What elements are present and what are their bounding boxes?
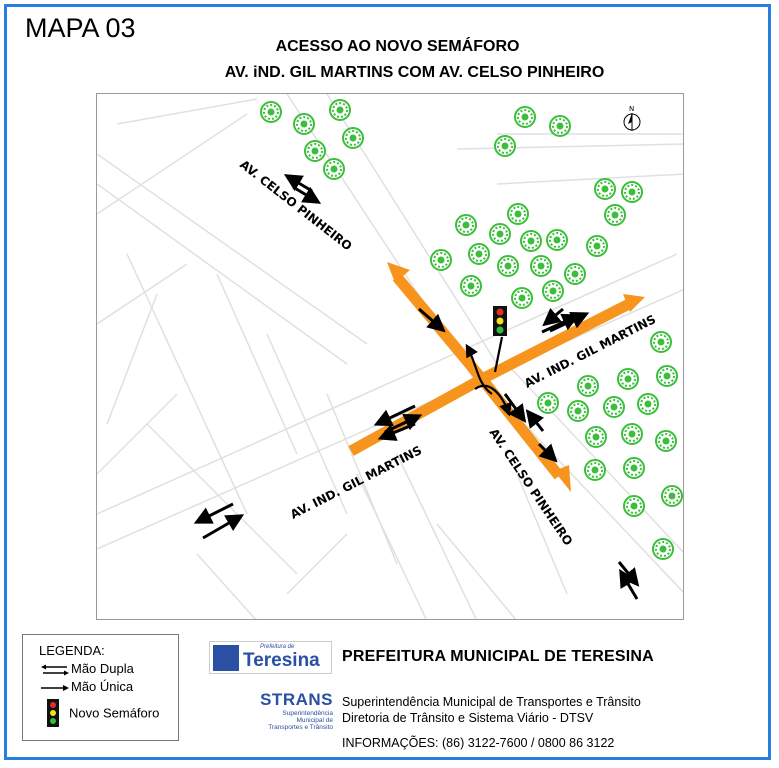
prefeitura-logo: Prefeitura de Teresina [209, 641, 332, 674]
street-map: N [96, 93, 684, 620]
north-label: N [629, 105, 634, 113]
legend: LEGENDA: Mão Dupla Mão Única Novo Semáfo… [22, 634, 179, 741]
two-way-arrows [193, 174, 640, 600]
map-canvas: N [97, 94, 683, 619]
strans-sub1: Superintendência [282, 710, 333, 717]
traffic-light-icon [493, 306, 507, 336]
directorate-name: Diretoria de Trânsito e Sistema Viário -… [342, 711, 594, 725]
one-way-icon [41, 684, 69, 691]
page-frame [4, 4, 771, 760]
strans-sub2: Municipal de [296, 717, 334, 724]
north-arrow-icon: N [623, 105, 641, 131]
legend-item-one-way: Mão Única [39, 679, 133, 694]
page-title-line1: ACESSO AO NOVO SEMÁFORO [275, 38, 520, 55]
turn-arrows [465, 336, 512, 417]
map-number: MAPA 03 [25, 13, 136, 43]
legend-title: LEGENDA: [39, 643, 105, 658]
agency-name: Superintendência Municipal de Transporte… [342, 695, 641, 709]
strans-sub3: Transportes e Trânsito [268, 724, 333, 731]
teresina-crest-icon [213, 645, 239, 671]
prefeitura-title: PREFEITURA MUNICIPAL DE TERESINA [342, 648, 654, 665]
legend-label-two-way: Mão Dupla [71, 661, 134, 676]
strans-logo: STRANS Superintendência Municipal de Tra… [243, 690, 333, 731]
traffic-light-legend-icon [47, 699, 59, 727]
road-lines [97, 94, 683, 619]
strans-logo-text: STRANS [260, 690, 333, 709]
two-way-icon [41, 664, 69, 676]
legend-label-one-way: Mão Única [71, 679, 134, 694]
legend-label-signal: Novo Semáforo [69, 705, 160, 721]
prefeitura-logo-big: Teresina [243, 650, 320, 671]
route-arrowheads [387, 262, 645, 492]
contact-info: INFORMAÇÕES: (86) 3122-7600 / 0800 86 31… [342, 736, 615, 750]
page-title-line2: AV. iND. GIL MARTINS COM AV. CELSO PINHE… [224, 64, 605, 81]
legend-item-signal: Novo Semáforo [39, 699, 159, 729]
legend-item-two-way: Mão Dupla [39, 661, 134, 676]
prefeitura-logo-small: Prefeitura de [260, 644, 295, 650]
